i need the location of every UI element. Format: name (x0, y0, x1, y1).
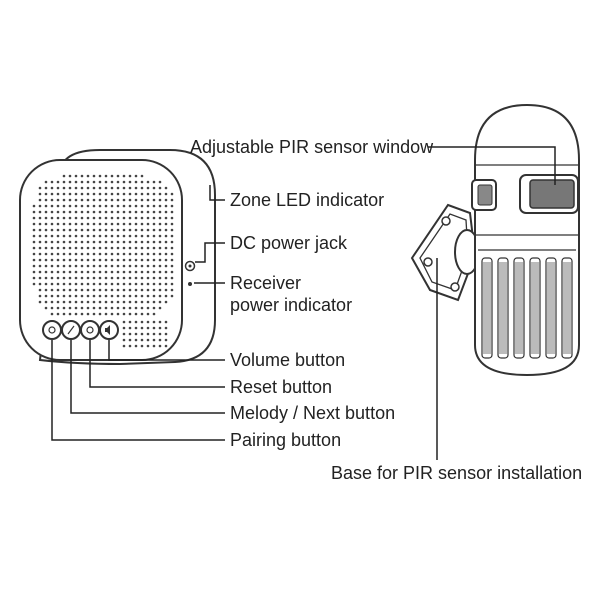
reset-button-icon[interactable] (80, 320, 100, 340)
label-pir-window: Adjustable PIR sensor window (190, 137, 434, 157)
label-pairing: Pairing button (230, 430, 342, 450)
volume-button-icon[interactable] (99, 320, 119, 340)
pir-sensor-device (410, 103, 580, 377)
leader-lines (51, 146, 556, 460)
label-receiver-power-2: power indicator (230, 295, 353, 315)
speaker-grille-icon (32, 174, 174, 348)
power-led-icon (188, 282, 192, 286)
pir-vent-fins (481, 257, 573, 359)
melody-button-icon[interactable] (61, 320, 81, 340)
label-base: Base for PIR sensor installation (331, 463, 583, 483)
label-melody-next: Melody / Next button (230, 403, 396, 423)
pir-window-icon (519, 174, 579, 214)
label-dc-jack: DC power jack (230, 233, 348, 253)
pir-base-bracket (410, 203, 480, 302)
label-volume: Volume button (230, 350, 346, 370)
label-zone-led: Zone LED indicator (230, 190, 385, 210)
label-receiver-power-1: Receiver (230, 273, 302, 293)
receiver-device (19, 149, 216, 366)
label-reset: Reset button (230, 377, 333, 397)
pairing-button-icon[interactable] (42, 320, 62, 340)
dc-jack-port-icon (184, 260, 196, 272)
